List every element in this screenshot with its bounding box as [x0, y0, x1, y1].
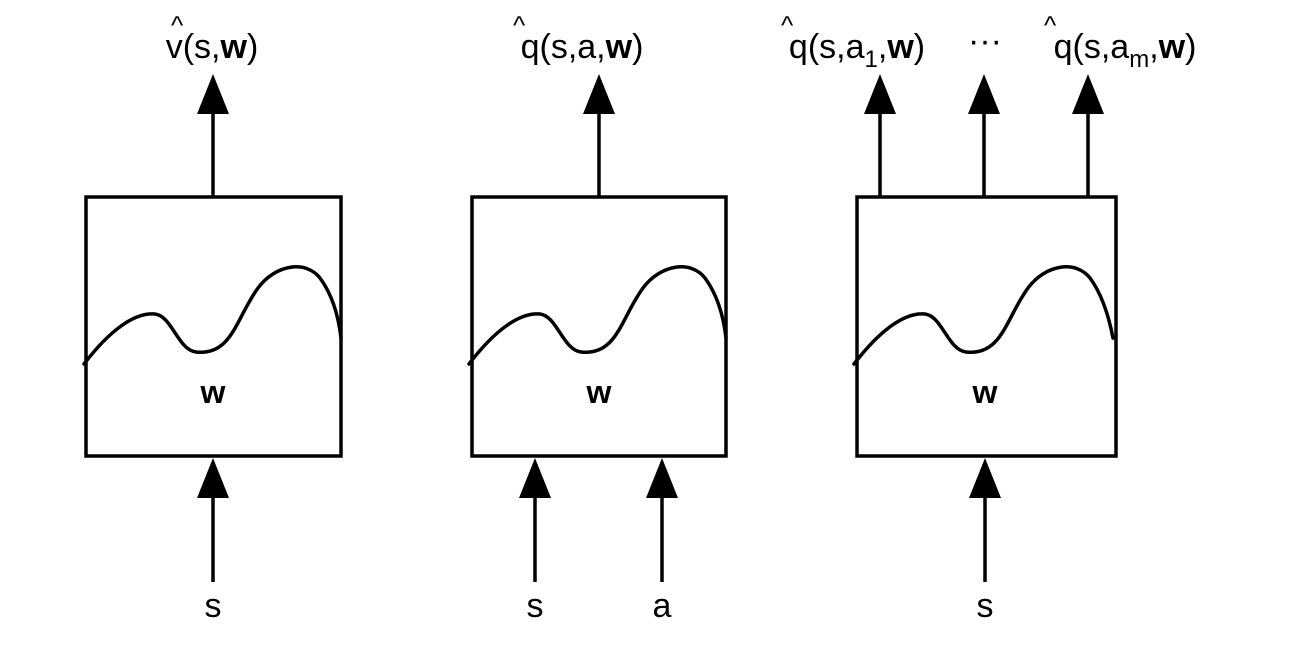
hat-mark: ^ [171, 10, 184, 40]
panel-action-value: q(s,a,w) ^ w s a [467, 10, 728, 625]
parameter-label: w [972, 374, 998, 410]
panel-state-value: v(s,w) ^ w s [82, 10, 343, 625]
parameter-label: w [200, 374, 226, 410]
panel-multi-action-value: q(s,a1,w) ^ ··· q(s,am,w) ^ w s [781, 10, 1196, 625]
input-arrow-head [969, 458, 1001, 498]
input-label-a: a [653, 587, 672, 625]
function-curve [852, 265, 1115, 366]
function-curve [82, 265, 343, 366]
hat-mark: ^ [513, 10, 526, 40]
input-label-s: s [977, 587, 994, 625]
approximator-box [84, 195, 343, 458]
output-label-q: q(s,a,w) [521, 28, 644, 66]
approximator-box [470, 195, 728, 458]
ellipsis: ··· [968, 22, 1002, 60]
output-arrow-head-3 [1072, 74, 1104, 114]
input-arrow-head-s [519, 458, 551, 498]
hat-mark: ^ [781, 10, 794, 40]
output-arrow-head-2 [968, 74, 1000, 114]
output-arrow-head [197, 74, 229, 114]
output-arrow-head [583, 74, 615, 114]
output-label-q-a1: q(s,a1,w) [789, 28, 925, 73]
parameter-label: w [586, 374, 612, 410]
output-label-q-am: q(s,am,w) [1054, 28, 1197, 73]
approximator-box [855, 195, 1118, 458]
output-label-v: v(s,w) [166, 28, 259, 66]
output-arrow-head-1 [864, 74, 896, 114]
input-label-s: s [205, 587, 222, 625]
function-curve [467, 265, 728, 366]
input-label-s: s [527, 587, 544, 625]
input-arrow-head [197, 458, 229, 498]
input-arrow-head-a [646, 458, 678, 498]
hat-mark: ^ [1044, 10, 1057, 40]
